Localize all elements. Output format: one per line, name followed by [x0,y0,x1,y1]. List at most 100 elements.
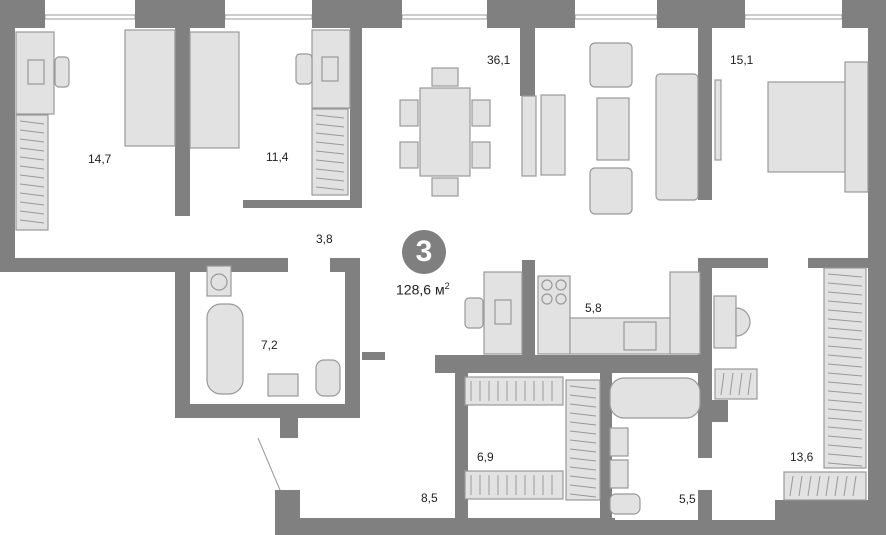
hanger [569,394,597,399]
wardrobe [783,471,867,501]
hanger [19,201,45,206]
hanger [315,123,345,128]
monitor-icon [494,299,512,325]
hanger [569,412,597,417]
hanger [569,484,597,489]
hanger [19,120,45,125]
hanger [852,475,857,497]
sink [609,427,629,457]
hanger [569,457,597,462]
tv-stand [521,95,537,177]
hanger [569,439,597,444]
hanger [19,183,45,188]
hanger [827,363,863,368]
entrance-door [257,437,281,491]
room-area-living: 36,1 [487,53,511,67]
hanger [19,210,45,215]
hanger [834,475,839,497]
hanger [569,403,597,408]
armchair [589,167,633,215]
sink [609,459,629,489]
hanger [19,192,45,197]
dining-table [419,87,471,177]
monitor-icon [321,56,339,82]
hanger [569,466,597,471]
hanger [315,132,345,137]
hanger [827,417,863,422]
chair [54,56,70,88]
hanger [738,372,743,396]
total-area-value: 128,6 [396,281,432,298]
bathtub [206,303,244,395]
chair [464,297,484,329]
hanger [315,150,345,155]
room-area-kitchen: 5,8 [585,301,602,315]
hanger [827,291,863,296]
hanger [315,168,345,173]
sofa [655,73,699,201]
room-area-bathroom-2: 5,5 [679,492,696,506]
area-unit-power: 2 [444,281,450,291]
double-bed [767,81,853,173]
toilet [315,359,341,397]
hanger [816,475,821,497]
monitor-icon [27,59,45,85]
hanger [827,309,863,314]
hanger [569,421,597,426]
chair [735,307,751,337]
total-area: 128,6 м2 [396,281,450,298]
hanger [747,372,752,396]
fridge [669,271,701,355]
room-area-master-bedroom: 15,1 [730,53,754,67]
hanger [827,345,863,350]
kitchen-sink [623,321,657,351]
room-area-bedroom-3: 13,6 [790,450,814,464]
room-area-bedroom-1: 14,7 [88,152,112,166]
hanger [827,273,863,278]
hanger [19,219,45,224]
hanger [827,282,863,287]
bedside-tables [844,61,869,193]
hanger [19,147,45,152]
toilet [609,493,641,515]
hanger [569,493,597,498]
hanger [827,453,863,458]
hanger [19,156,45,161]
hanger [569,475,597,480]
room-area-hall: 3,8 [316,232,333,246]
sink [267,373,299,397]
hanger [827,435,863,440]
wardrobe-hangers [19,114,863,498]
hanger [827,354,863,359]
hanger [798,475,803,497]
hanger [720,372,725,396]
hanger [789,475,794,497]
hanger [827,336,863,341]
hanger [807,475,812,497]
bathtub [609,377,701,419]
hanger [827,444,863,449]
bed [124,29,176,147]
chair [295,53,313,85]
hanger [827,426,863,431]
room-area-bedroom-2: 11,4 [266,150,289,164]
armchair [589,42,633,88]
room-area-bathroom: 7,2 [261,338,278,352]
hanger [19,165,45,170]
hanger [827,381,863,386]
hanger [843,475,848,497]
hanger [569,430,597,435]
hanger [315,159,345,164]
furniture [15,29,869,515]
hanger [827,408,863,413]
hanger [315,186,345,191]
desk [713,295,737,349]
hanger [827,300,863,305]
hanger [569,448,597,453]
hanger [19,129,45,134]
hanger [827,318,863,323]
hanger [827,399,863,404]
hanger [827,372,863,377]
